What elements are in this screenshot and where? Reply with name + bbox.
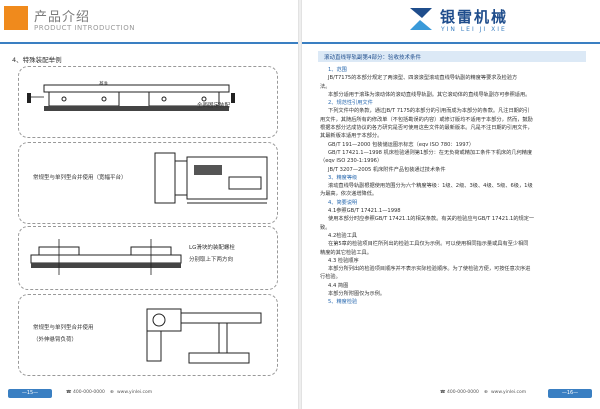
footer-web-right[interactable]: www.yinlei.com — [491, 390, 527, 395]
spec-heading: 5、精度检验 — [328, 299, 358, 306]
figure-wide-platform: 常规型与单列型合并使用（宽幅平台） — [18, 142, 278, 224]
footer-web-left[interactable]: www.yinlei.com — [117, 390, 153, 395]
page-gutter — [298, 0, 302, 409]
footer-right: ☎ 400-000-0000 ⊕ www.yinlei.com —16— — [302, 389, 600, 401]
figure-3-caption-2: 分别取上下两方向 — [189, 257, 234, 263]
spec-line: 4.2检验工具 — [328, 232, 357, 239]
spec-line: 根据本部分达成协议的各方研究是否可使用这些文件的最新版本。凡是不注日期的引用文件… — [320, 125, 533, 132]
spec-heading: 1、范围 — [328, 67, 347, 73]
page-number-right: —16— — [548, 389, 592, 398]
spec-line: 4.3 检验顺序 — [328, 257, 359, 264]
phone-icon: ☎ — [440, 390, 446, 395]
footer-left: —15— ☎ 400-000-0000 ⊕ www.yinlei.com — [0, 389, 298, 401]
spec-line: 为最高，依次递增降低。 — [320, 191, 378, 198]
rail-drawing-2 — [154, 152, 268, 204]
spec-line: 使用本部分时应参照GB/T 17421.1的相关条款。有关的检验应与GB/T 1… — [328, 216, 535, 223]
globe-icon: ⊕ — [484, 390, 488, 395]
header-divider-right — [302, 42, 600, 44]
spec-line: 滚动直线导轨副根据使用范围分为六个精度等级：1级、2级、3级、4级、5级、6级，… — [328, 183, 533, 190]
spec-text-body: 1、范围 JB/T7175的本部分规定了两滚型、四滚滚型滚动直线导轨副的精度等要求… — [320, 66, 588, 307]
spec-line: 下列文件中的条款，通过JB/T 7175的本部分的引用而成为本部分的条款。凡注日… — [328, 108, 530, 115]
spec-line: 4.4 简图 — [328, 282, 349, 289]
spec-heading: 2、规范性引用文件 — [328, 100, 373, 107]
spec-line: 用文件，其随后所有的修改单（不包括勘误的内容）或修订版均不适用于本部分，然而，鼓… — [320, 116, 533, 123]
spec-line: 精度的其它检验工具。 — [320, 249, 372, 256]
rail-drawing-1 — [27, 84, 235, 111]
spec-line: GB/T 191—2000 包装储运图示标志（eqv ISO 780：1997） — [328, 141, 475, 148]
spec-line: 在第5章的检验项目栏所列出的检验工具仅为示例。可以使用相同指示量或具有至少相同 — [328, 241, 529, 248]
figure-2-caption: 常规型与单列型合并使用（宽幅平台） — [33, 175, 127, 181]
spec-line: GB/T 17421.1—1998 机床检验通则第1部分：在无负荷或精加工条件下… — [328, 149, 533, 156]
spec-line: （eqv ISO 230-1:1996） — [320, 158, 383, 165]
figure-1-label: 基准 — [99, 82, 108, 87]
logo-mark-icon — [410, 8, 432, 30]
spec-line: 致。 — [320, 224, 331, 231]
spec-heading: 4、简要说明 — [328, 199, 358, 206]
figure-1-caption: 全面固定装配 — [197, 103, 231, 109]
spec-line: 其最新版本适用于本部分。 — [320, 133, 383, 140]
footer-tel-right: 400-000-0000 — [447, 390, 479, 395]
header-divider-left — [0, 42, 298, 44]
header-orange-square — [4, 6, 28, 30]
spec-heading: 3、精度等级 — [328, 174, 358, 181]
banner-title: 滚动直线导轨副第4部分：验收技术条件 — [324, 55, 422, 61]
figure-full-fixed: 基准 全面固定装配 — [18, 66, 278, 138]
spec-line: 行检验。 — [320, 274, 341, 281]
page-number-left: —15— — [8, 389, 52, 398]
brand-name-cn: 银雷机械 — [440, 8, 509, 26]
spec-line: JB/T7175的本部分规定了两滚型、四滚滚型滚动直线导轨副的精度等要求及检验方 — [328, 75, 518, 82]
rail-drawing-4 — [146, 308, 262, 364]
figure-4-caption-2: （外伸悬臂负荷） — [33, 337, 78, 343]
phone-icon: ☎ — [66, 390, 72, 395]
spec-line: 4.1参照GB/T 17421.1—1998 — [328, 208, 401, 215]
brand-name-en: YIN LEI JI XIE — [441, 26, 507, 33]
figure-lg-bolts: LG滑块的装配螺栓 分别取上下两方向 — [18, 226, 278, 290]
header-title-en: PRODUCT INTRODUCTION — [34, 24, 135, 32]
spec-line: JB/T 3207—2005 机床附件产品包装通过技术条件 — [328, 166, 446, 173]
spec-line: 本部分所列出的检验项目顺序并不表示实际检验顺序。为了使检验方便，可按任意次序进 — [328, 266, 531, 273]
figure-4-caption-1: 常规型与单列型合并使用 — [33, 325, 94, 331]
globe-icon: ⊕ — [110, 390, 114, 395]
spec-line: 法。 — [320, 83, 331, 90]
figure-3-caption-1: LG滑块的装配螺栓 — [189, 245, 235, 251]
header-title-cn: 产品介绍 — [34, 10, 91, 25]
spec-line: 本部分适用于滚珠为滚动体的滚动直线导轨副。其它滚动体的直线导轨副亦可参照适用。 — [328, 91, 531, 98]
rail-drawing-3 — [30, 239, 182, 275]
spec-line: 本部分所附图仅为示例。 — [328, 291, 386, 298]
section-title: 4、特殊装配举例 — [12, 56, 62, 64]
footer-tel-left: 400-000-0000 — [73, 390, 105, 395]
figure-overhang: 常规型与单列型合并使用 （外伸悬臂负荷） — [18, 294, 278, 376]
section-banner: 滚动直线导轨副第4部分：验收技术条件 — [318, 51, 586, 62]
